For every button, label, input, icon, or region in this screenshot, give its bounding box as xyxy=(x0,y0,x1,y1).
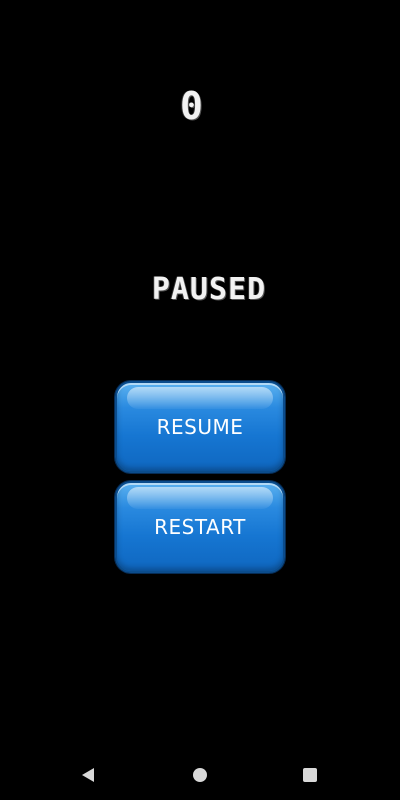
score-display: 0 xyxy=(180,84,204,128)
resume-button[interactable]: RESUME xyxy=(115,381,285,473)
back-icon[interactable] xyxy=(82,768,94,782)
paused-label: PAUSED xyxy=(151,272,267,307)
restart-button-label: RESTART xyxy=(154,515,246,539)
navigation-bar xyxy=(0,750,400,800)
restart-button[interactable]: RESTART xyxy=(115,481,285,573)
home-icon[interactable] xyxy=(193,768,207,782)
resume-button-label: RESUME xyxy=(156,415,244,439)
recents-icon[interactable] xyxy=(303,768,317,782)
